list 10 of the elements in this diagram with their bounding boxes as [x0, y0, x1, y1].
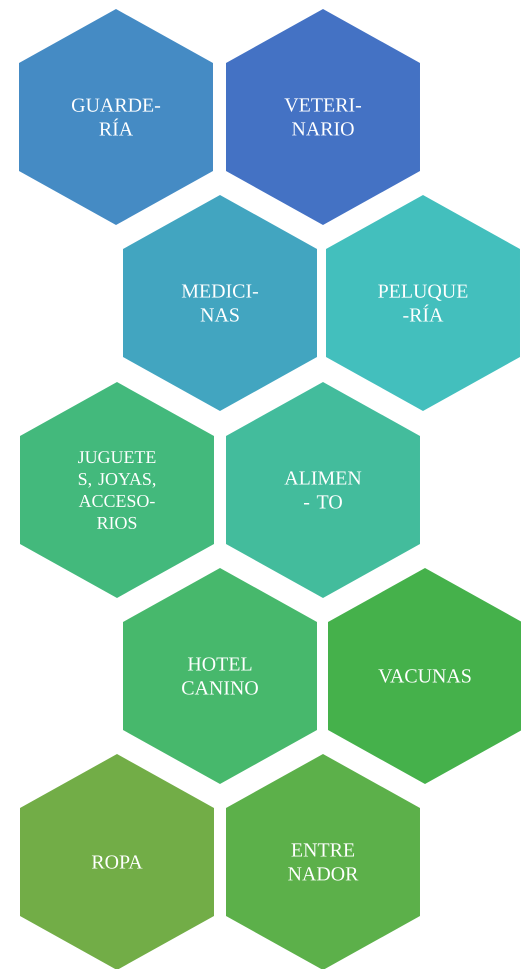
hexagon: GUARDE- RÍA [19, 9, 213, 225]
hexagon: ROPA [20, 754, 214, 969]
hexagon: VETERI- NARIO [226, 9, 420, 225]
hexagon: PELUQUE -RÍA [326, 195, 520, 411]
hexagon: HOTEL CANINO [123, 568, 317, 784]
hexagon: ALIMEN - TO [226, 382, 420, 598]
hexagon: VACUNAS [328, 568, 521, 784]
hexagon: MEDICI- NAS [123, 195, 317, 411]
hexagon: JUGUETE S, JOYAS, ACCESO- RIOS [20, 382, 214, 598]
hexagon: ENTRE NADOR [226, 754, 420, 969]
